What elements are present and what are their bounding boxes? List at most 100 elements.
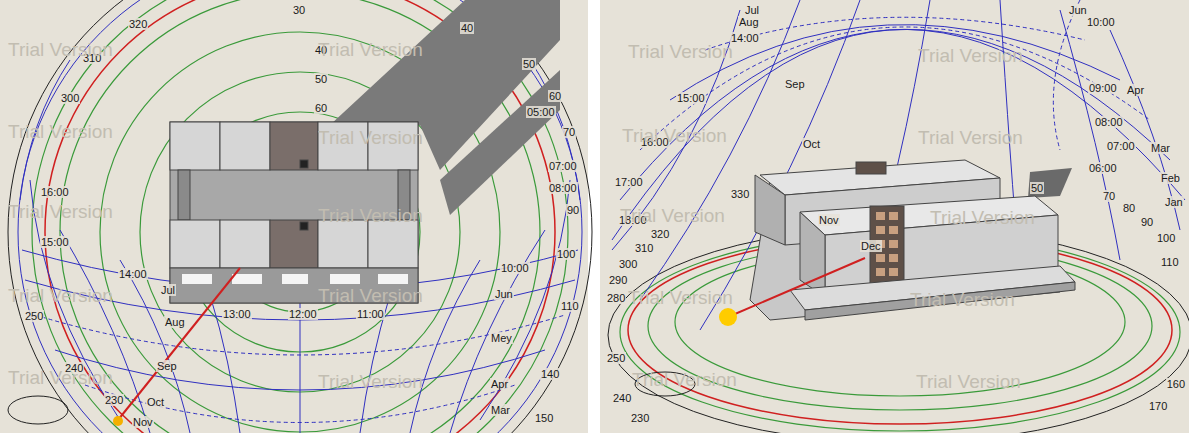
axis-label: 300 [60,92,80,104]
building-model [750,160,1075,320]
axis-label: Jun [1068,4,1088,16]
axis-label: Mar [1150,142,1171,154]
axis-label: Feb [1160,172,1181,184]
axis-label: 40 [460,22,474,34]
watermark: Trial Version [632,370,737,390]
axis-label: 12:00 [288,308,318,320]
panel-ground [0,0,588,433]
axis-label: Sep [784,78,806,90]
axis-label: 300 [618,258,638,270]
axis-label: 60 [548,90,562,102]
axis-label: Mey [490,332,513,344]
axis-label: 07:00 [548,160,578,172]
axis-label: 280 [606,292,626,304]
axis-label: 240 [612,392,632,404]
axis-label: 140 [540,368,560,380]
watermark: Trial Version [622,126,727,146]
axis-label: 150 [534,412,554,424]
panel-ground [600,0,1189,433]
watermark: Trial Version [930,208,1035,228]
axis-label: 100 [556,248,576,260]
watermark: Trial Version [628,42,733,62]
axis-label: 70 [1102,190,1116,202]
axis-label: Nov [132,416,154,428]
axis-label: 320 [650,228,670,240]
compass-ring [8,396,68,424]
axis-label: 90 [1140,216,1154,228]
sun-position [113,416,123,426]
watermark: Trial Version [628,288,733,308]
axis-label: 320 [128,18,148,30]
axis-label: 330 [730,188,750,200]
axis-label: Jul [160,284,176,296]
axis-label: 14:00 [730,32,760,44]
axis-label: 13:00 [222,308,252,320]
watermark: Trial Version [910,290,1015,310]
axis-label: 17:00 [614,176,644,188]
axis-label: Jun [494,288,514,300]
axis-label: Apr [490,378,509,390]
watermark: Trial Version [916,372,1021,392]
axis-label: 08:00 [548,182,578,194]
sun-path-dome [8,0,592,433]
axis-label: Jan [1164,196,1184,208]
axis-label: Apr [1126,84,1145,96]
axis-label: 50 [314,73,328,85]
watermark: Trial Version [318,286,423,306]
axis-label: 100 [1156,232,1176,244]
axis-label: Mar [490,404,511,416]
sun-path-dome [608,0,1189,433]
watermark: Trial Version [318,128,423,148]
sun-ray [118,268,240,420]
axis-label: 310 [634,242,654,254]
axis-label: 15:00 [676,92,706,104]
axis-label: 07:00 [1106,140,1136,152]
axis-label: 110 [1160,256,1180,268]
axis-label: 110 [560,300,580,312]
axis-label: 09:00 [1088,82,1118,94]
watermark: Trial Version [8,202,113,222]
axis-label: 60 [314,102,328,114]
axis-label: 30 [292,4,306,16]
watermark: Trial Version [318,372,423,392]
axis-label: 05:00 [526,106,556,118]
axis-label: Nov [818,214,840,226]
axis-label: 170 [1148,400,1168,412]
watermark: Trial Version [318,40,423,60]
sun-ray [728,258,865,317]
axis-label: 230 [630,412,650,424]
axis-label: 14:00 [118,268,148,280]
axis-label: 250 [606,352,626,364]
axis-label: Aug [164,316,186,328]
axis-label: 06:00 [1088,162,1118,174]
watermark: Trial Version [8,368,113,388]
axis-label: 16:00 [40,186,70,198]
watermark: Trial Version [918,128,1023,148]
axis-label: 08:00 [1094,116,1124,128]
watermark: Trial Version [8,40,113,60]
axis-label: Oct [146,396,165,408]
axis-label: 250 [24,310,44,322]
watermark: Trial Version [8,286,113,306]
axis-label: 230 [104,394,124,406]
axis-label: 160 [1166,378,1186,390]
axis-label: Dec [860,240,882,252]
axis-label: Aug [738,16,760,28]
axis-label: 290 [608,274,628,286]
axis-label: 90 [566,204,580,216]
watermark: Trial Version [8,122,113,142]
axis-label: Oct [802,138,821,150]
watermark: Trial Version [318,206,423,226]
axis-label: Jul [744,4,760,16]
axis-label: Sep [156,360,178,372]
axis-label: 50 [522,58,536,70]
axis-label: 70 [562,126,576,138]
axis-label: 15:00 [40,236,70,248]
axis-label: 80 [1122,202,1136,214]
sun-position [719,308,737,326]
axis-label: 11:00 [356,308,385,320]
axis-label: 10:00 [500,262,530,274]
watermark: Trial Version [918,46,1023,66]
axis-label: 10:00 [1086,16,1116,28]
axis-label: 50 [1030,182,1044,194]
